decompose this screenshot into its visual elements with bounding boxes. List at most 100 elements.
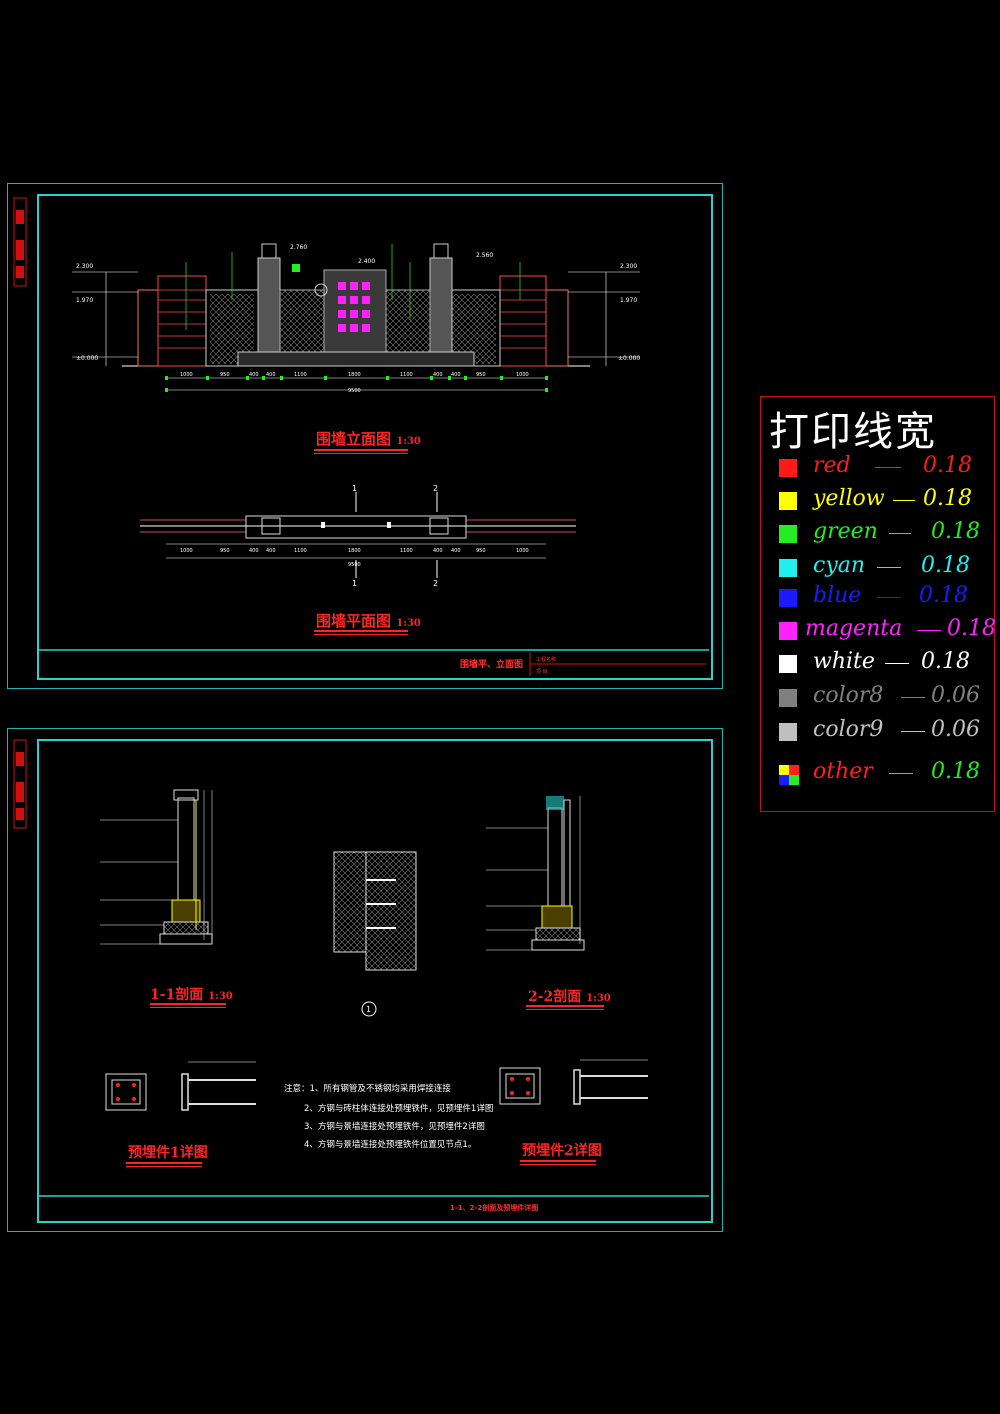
elevation-title-text: 围墙立面图 <box>316 430 392 448</box>
legend-dash-color9 <box>901 731 925 732</box>
legend-dash-red <box>875 467 901 468</box>
legend-dash-yellow <box>893 500 915 501</box>
note-line-4: 4、方钢与景墙连接处预埋铁件位置见节点1。 <box>304 1140 477 1150</box>
level-right-top: 2.300 <box>620 263 637 270</box>
embed-1-drawing <box>105 1061 256 1111</box>
elev-dim: 400 <box>266 372 276 378</box>
legend-name-red: red <box>813 453 851 478</box>
plan-dimensions: 1000 950 400 400 1100 1800 1100 400 400 … <box>180 548 529 568</box>
legend-swatch-color8 <box>779 689 797 707</box>
legend-dash-magenta <box>917 630 941 631</box>
sheet-1-texts: 2.300 1.970 ±0.000 2.300 1.970 ±0.000 2.… <box>76 244 640 675</box>
embed-2-title: 预埋件2详图 <box>522 1140 602 1160</box>
drawing-sheet-2 <box>7 728 723 1232</box>
plan-dim: 1000 <box>180 548 193 554</box>
elev-dim: 950 <box>220 372 230 378</box>
legend-name-magenta: magenta <box>805 616 903 641</box>
elev-total: 9500 <box>348 388 361 394</box>
level-left-mid: 1.970 <box>76 297 93 304</box>
legend-name-cyan: cyan <box>813 553 866 578</box>
plan-dim: 400 <box>266 548 276 554</box>
embed-1-underline <box>126 1162 202 1164</box>
sheet-1-drawing <box>13 197 709 676</box>
embed-1-title: 预埋件1详图 <box>128 1142 208 1162</box>
level-right-mid: 1.970 <box>620 297 637 304</box>
level-peak-left: 2.760 <box>290 244 307 251</box>
elevation-title-underline <box>314 449 408 451</box>
legend-swatch-red <box>779 459 797 477</box>
legend-value-cyan: 0.18 <box>921 553 970 578</box>
elev-dim: 1000 <box>180 372 193 378</box>
footer-cell-project: 工程名称 <box>536 656 556 663</box>
section-1-underline <box>150 1003 226 1005</box>
embed-2-title-text: 预埋件2详图 <box>522 1143 602 1159</box>
section-mark: 2 <box>433 484 438 493</box>
legend-name-other: other <box>813 759 873 784</box>
elevation-scale: 1:30 <box>396 436 421 447</box>
elevation-drawing <box>72 243 640 392</box>
plan-dim: 950 <box>220 548 230 554</box>
plan-dim: 1100 <box>294 548 307 554</box>
legend-row-magenta: magenta 0.18 <box>761 616 996 646</box>
legend-swatch-color9 <box>779 723 797 741</box>
legend-name-yellow: yellow <box>813 486 885 511</box>
section-mark: 1 <box>352 484 357 493</box>
legend-row-white: white 0.18 <box>761 649 994 679</box>
embed-1-underline-thin <box>126 1166 202 1167</box>
plan-drawing <box>140 492 576 578</box>
legend-swatch-blue <box>779 589 797 607</box>
sheet-2-frame <box>37 739 713 1223</box>
note-line-2: 2、方钢与砖柱体连接处预埋铁件，见预埋件1详图 <box>304 1104 494 1114</box>
legend-swatch-cyan <box>779 559 797 577</box>
note-line-1: 注意：1、所有钢管及不锈钢均采用焊接连接 <box>284 1084 451 1094</box>
legend-swatch-green <box>779 525 797 543</box>
legend-value-other: 0.18 <box>931 759 980 784</box>
legend-row-yellow: yellow 0.18 <box>761 486 994 516</box>
legend-row-red: red 0.18 <box>761 453 994 483</box>
plan-title: 围墙平面图 1:30 <box>316 610 421 631</box>
level-peak-right: 2.560 <box>476 252 493 259</box>
elev-dim: 400 <box>433 372 443 378</box>
legend-row-other: other 0.18 <box>761 759 994 789</box>
section-mark: 2 <box>433 579 438 588</box>
legend-name-color8: color8 <box>813 683 884 708</box>
section-marks: 1 2 1 2 <box>352 484 438 588</box>
embed-2-underline <box>520 1160 596 1162</box>
section-2-title-text: 2-2剖面 <box>528 989 582 1005</box>
plan-dim: 1100 <box>400 548 413 554</box>
section-1-title-text: 1-1剖面 <box>150 987 204 1003</box>
elev-dim: 1000 <box>516 372 529 378</box>
section-1-drawing <box>100 789 213 945</box>
legend-name-color9: color9 <box>813 717 884 742</box>
legend-value-magenta: 0.18 <box>947 616 996 641</box>
sheet-2-footer-title: 1-1、2-2剖面及预埋件详图 <box>450 1203 538 1212</box>
legend-dash-cyan <box>877 567 901 568</box>
section-1-title: 1-1剖面 1:30 <box>150 984 233 1004</box>
legend-name-blue: blue <box>813 583 862 608</box>
legend-value-red: 0.18 <box>923 453 972 478</box>
plan-scale: 1:30 <box>396 618 421 629</box>
plan-dim: 400 <box>249 548 259 554</box>
plan-dim: 950 <box>476 548 486 554</box>
elev-dim: 1800 <box>348 372 361 378</box>
legend-value-yellow: 0.18 <box>923 486 972 511</box>
note-line-3: 3、方钢与景墙连接处预埋铁件，见预埋件2详图 <box>304 1122 485 1132</box>
legend-swatch-other <box>779 765 799 785</box>
legend-title: 打印线宽 <box>769 409 937 455</box>
legend-dash-other <box>889 773 913 774</box>
plan-dim: 400 <box>451 548 461 554</box>
legend-value-white: 0.18 <box>921 649 970 674</box>
elev-dim: 400 <box>451 372 461 378</box>
embed-1-title-text: 预埋件1详图 <box>128 1145 208 1161</box>
footer-title: 围墙平、立面图 <box>460 658 523 670</box>
section-1-scale: 1:30 <box>208 991 233 1002</box>
section-2-underline <box>526 1005 604 1007</box>
plan-dim: 1000 <box>516 548 529 554</box>
section-1-underline-thin <box>150 1007 226 1008</box>
legend-name-white: white <box>813 649 875 674</box>
